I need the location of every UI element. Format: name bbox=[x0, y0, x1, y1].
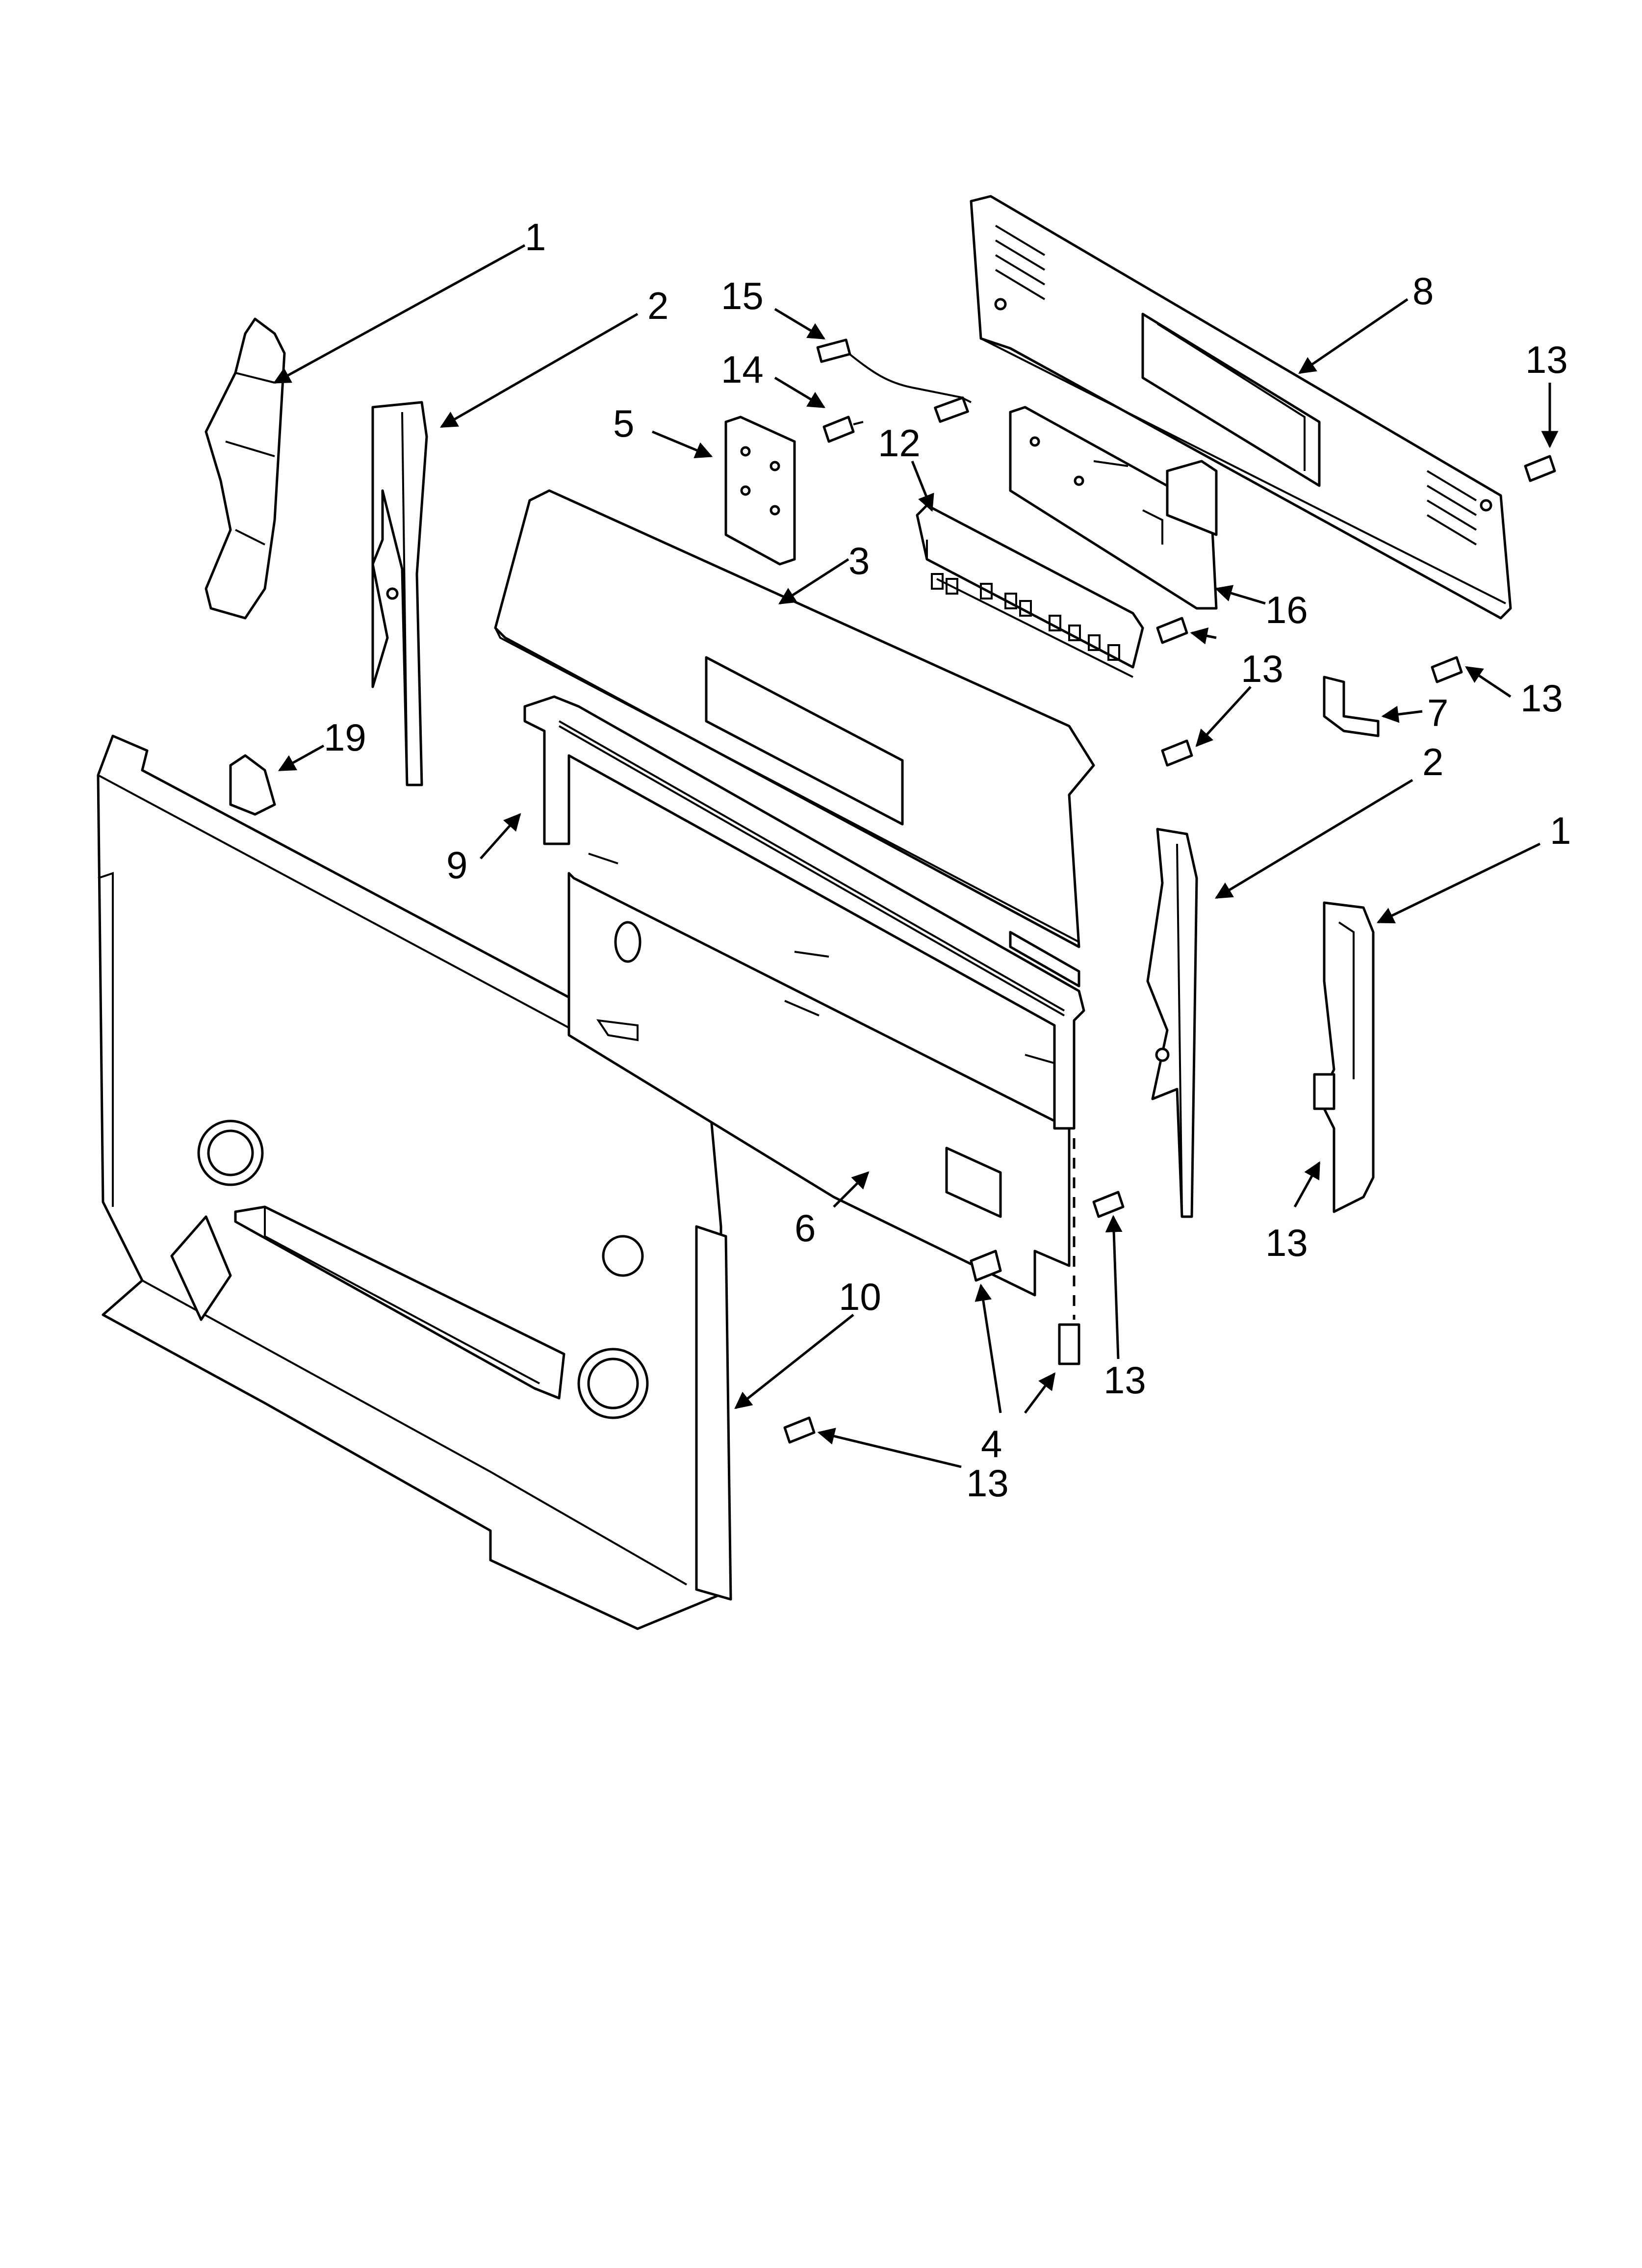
callout-7: 7 bbox=[1427, 691, 1448, 734]
left-side-bracket bbox=[371, 401, 428, 786]
leader-lines bbox=[273, 244, 1559, 1468]
callout-13-control: 13 bbox=[1241, 647, 1283, 690]
callout-1-right-trim: 1 bbox=[1550, 809, 1571, 852]
callout-13-rear: 13 bbox=[966, 1461, 1009, 1505]
screw-13-bracket bbox=[1431, 656, 1463, 683]
callout-labels: 1 2 15 14 5 12 8 13 3 16 13 13 7 2 1 19 … bbox=[324, 215, 1571, 1505]
callout-3: 3 bbox=[848, 539, 870, 582]
small-bracket bbox=[1323, 676, 1380, 737]
screw-13-lower-right bbox=[1092, 1191, 1125, 1218]
rear-panel bbox=[97, 734, 732, 1630]
callout-16: 16 bbox=[1265, 588, 1308, 631]
clip bbox=[229, 754, 276, 816]
screw-4 bbox=[1058, 1323, 1080, 1365]
screw-14 bbox=[822, 416, 864, 443]
callout-13-right-trim: 13 bbox=[1265, 1221, 1308, 1264]
screw-13-rear bbox=[783, 1416, 816, 1444]
screw-13-lower-left bbox=[970, 1250, 1002, 1282]
screw-13-center bbox=[1161, 739, 1193, 767]
callout-12: 12 bbox=[878, 421, 921, 465]
switch-board bbox=[724, 416, 796, 566]
callout-19: 19 bbox=[324, 716, 366, 759]
lower-inner-panel bbox=[567, 872, 1071, 1297]
right-side-trim bbox=[1318, 901, 1375, 1213]
control-board bbox=[1009, 406, 1218, 610]
callout-2-left-bracket: 2 bbox=[647, 284, 668, 327]
callout-9: 9 bbox=[446, 843, 467, 886]
callout-8: 8 bbox=[1412, 269, 1434, 313]
callout-2-right-bracket: 2 bbox=[1422, 740, 1443, 783]
callout-13-bracket: 13 bbox=[1520, 677, 1563, 720]
control-panel bbox=[494, 489, 1095, 988]
callout-10: 10 bbox=[839, 1275, 881, 1318]
left-side-trim bbox=[205, 317, 286, 620]
callout-13-lower-right: 13 bbox=[1103, 1358, 1146, 1402]
callout-4: 4 bbox=[981, 1422, 1002, 1465]
rear-frame-bracket bbox=[523, 695, 1085, 1130]
callout-13-top-right: 13 bbox=[1525, 338, 1568, 381]
callout-1-left-trim: 1 bbox=[525, 215, 546, 259]
callout-14: 14 bbox=[721, 348, 764, 391]
wire-harness bbox=[816, 339, 972, 423]
rear-console-panel bbox=[970, 195, 1512, 620]
screw-13-control bbox=[1156, 617, 1188, 644]
callout-5: 5 bbox=[613, 402, 634, 445]
callout-6: 6 bbox=[795, 1206, 816, 1250]
callout-15: 15 bbox=[721, 274, 764, 317]
right-side-bracket bbox=[1146, 828, 1198, 1218]
screw-13-top-right bbox=[1524, 455, 1556, 482]
screw-13-right-trim bbox=[1313, 1073, 1335, 1110]
